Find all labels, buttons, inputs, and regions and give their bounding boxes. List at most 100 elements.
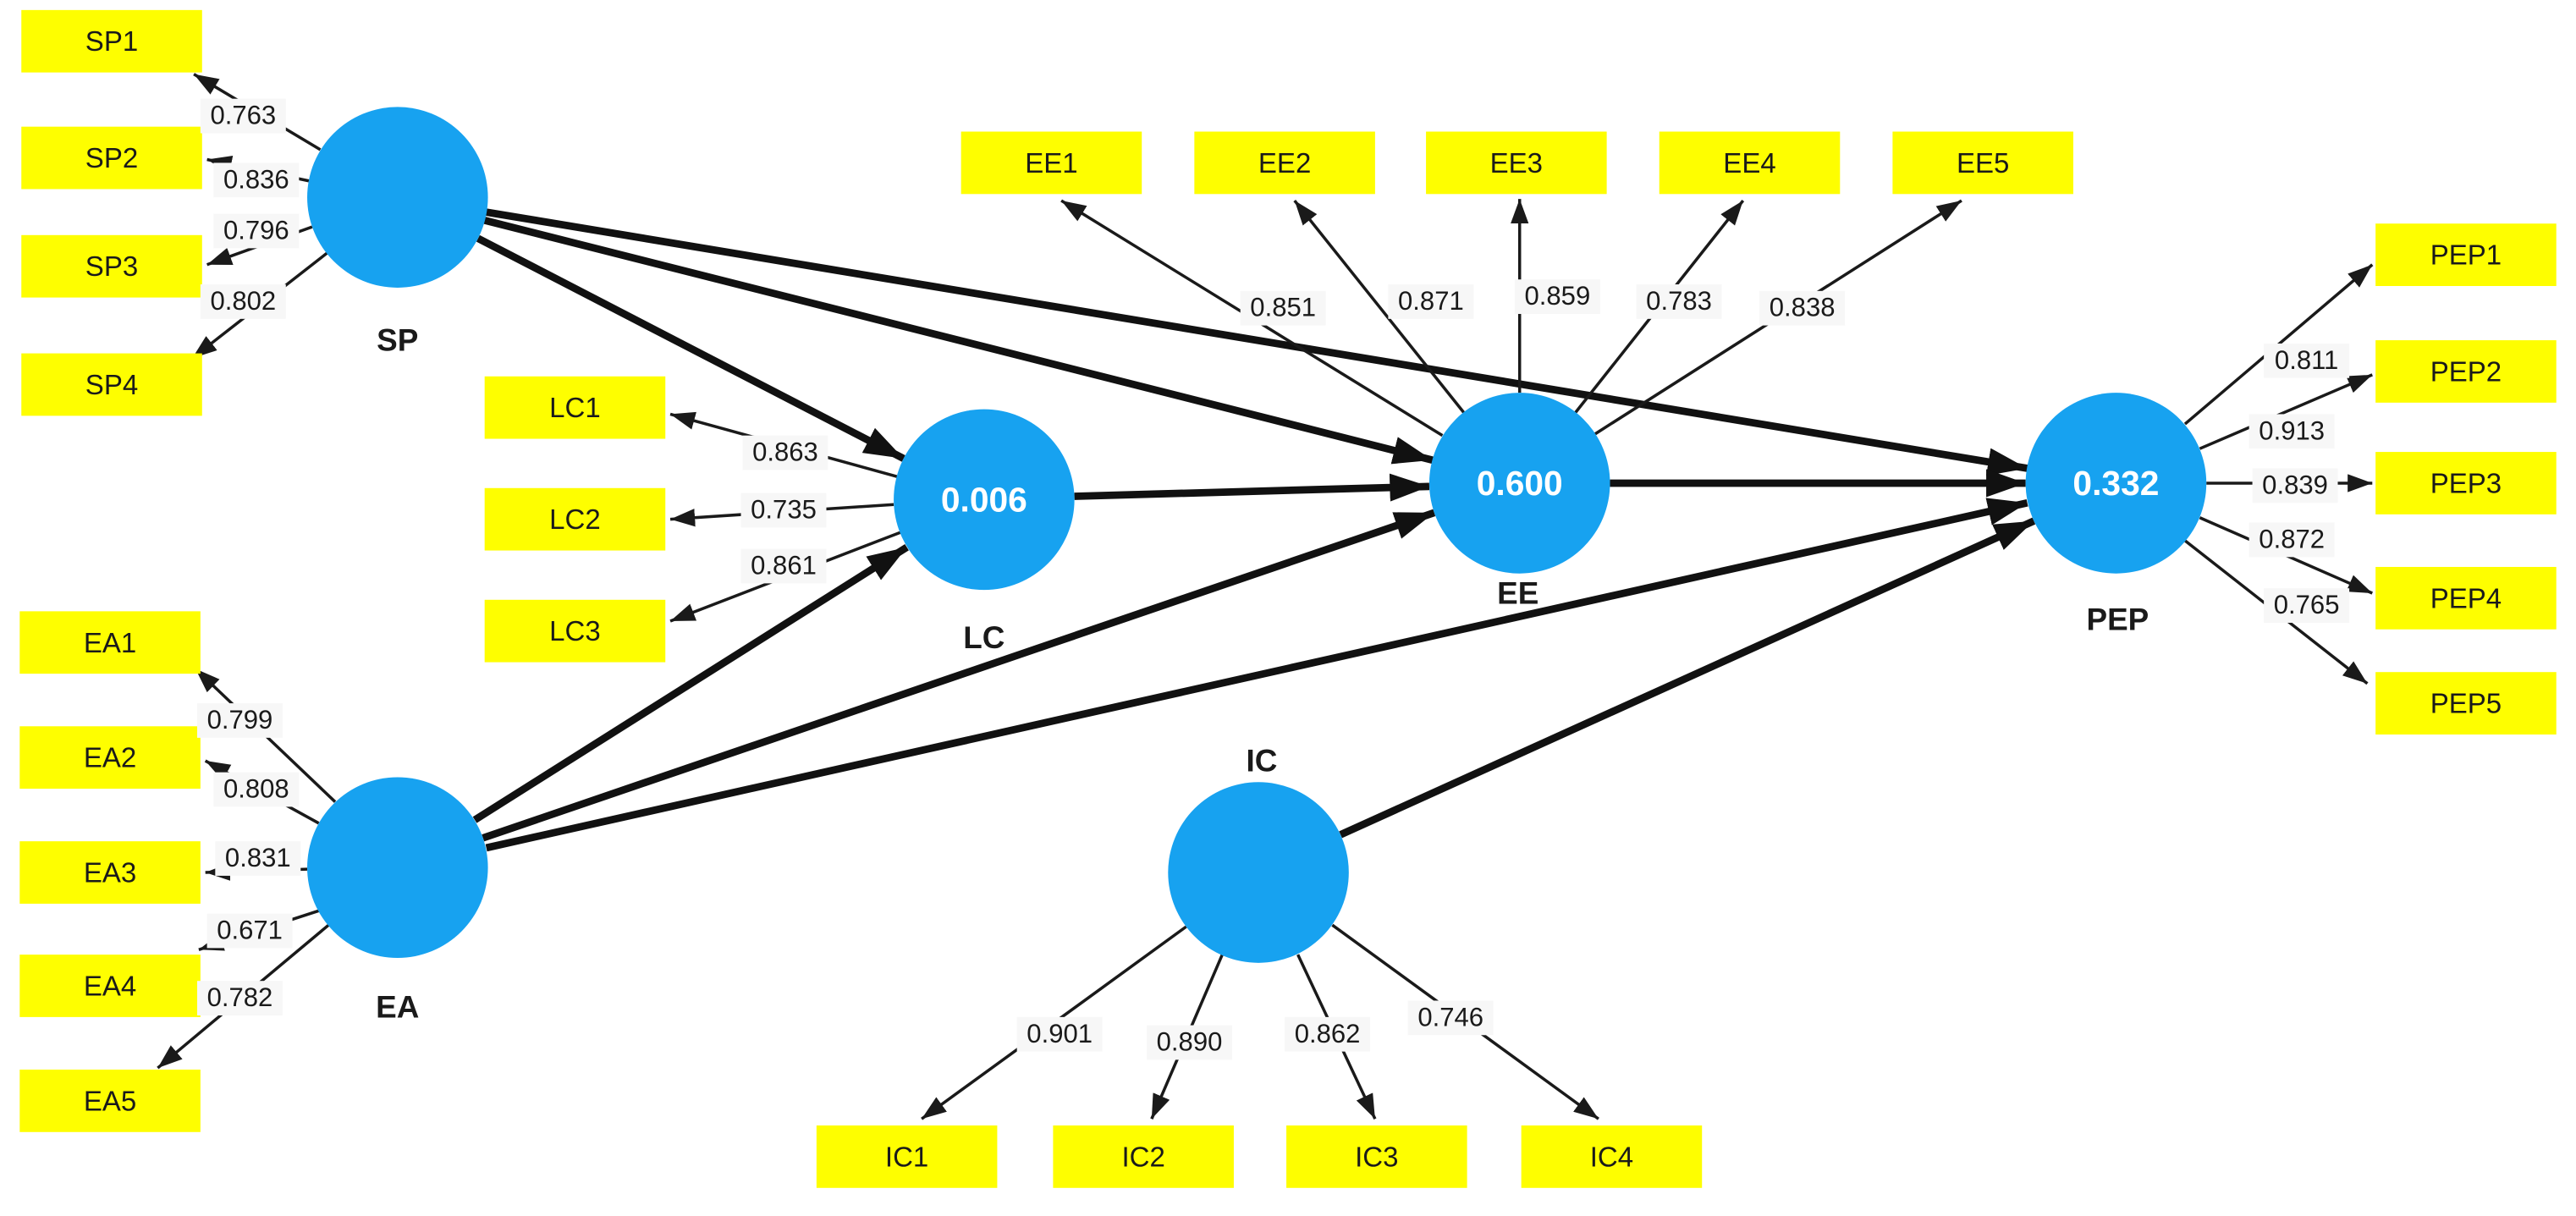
- indicator-box-IC1: [816, 1125, 998, 1188]
- r2-value-LC: 0.006: [941, 480, 1027, 519]
- loading-bg-SP2: [213, 162, 300, 198]
- loading-bg-EE5: [1759, 290, 1846, 326]
- indicator-box-EE1: [960, 131, 1142, 195]
- indicator-box-PEP1: [2375, 223, 2557, 286]
- construct-label-PEP: PEP: [2086, 602, 2149, 637]
- indicator-box-SP2-label: SP2: [85, 142, 138, 173]
- indicator-box-EE5: [1892, 131, 2073, 195]
- loading-PEP5: 0.765: [2274, 590, 2340, 619]
- indicator-box-PEP1-label: PEP1: [2430, 239, 2502, 271]
- loading-bg-EE1: [1240, 290, 1326, 326]
- path-EA-EE: [482, 509, 1436, 842]
- indicator-box-PEP5-label: PEP5: [2430, 688, 2502, 719]
- indicator-box-PEP3-label: PEP3: [2430, 467, 2502, 498]
- indicator-box-EE4-label: EE4: [1723, 147, 1775, 179]
- indicator-box-PEP5: [2375, 672, 2557, 735]
- loading-bg-PEP2: [2248, 414, 2335, 449]
- loading-EE3: 0.859: [1525, 281, 1591, 311]
- indicator-box-EA4-label: EA4: [84, 971, 136, 1002]
- loading-bg-EE4: [1636, 284, 1722, 319]
- loading-EA3: 0.831: [225, 843, 291, 872]
- loading-SP3: 0.796: [223, 215, 289, 245]
- indicator-box-LC3-label: LC3: [549, 615, 601, 647]
- loading-PEP3: 0.839: [2262, 470, 2328, 499]
- structural-paths: [472, 208, 2036, 852]
- indicator-box-EA5: [19, 1070, 201, 1132]
- loading-LC2: 0.735: [751, 495, 817, 525]
- loading-SP2: 0.836: [223, 164, 289, 194]
- indicator-box-EE2-label: EE2: [1258, 147, 1311, 179]
- indicator-box-LC2: [484, 487, 666, 551]
- loading-bg-EA5: [196, 981, 283, 1015]
- construct-circles: 0.006 0.600 0.332: [307, 107, 2207, 963]
- loading-labels: 0.763 0.836 0.796 0.802 0.863 0.735 0.86…: [196, 98, 2350, 1060]
- loading-bg-EA4: [206, 913, 293, 949]
- construct-circle-PEP: [2025, 393, 2207, 574]
- indicator-arrow-EE-EE2: [1293, 199, 1466, 414]
- indicator-box-EA4: [19, 955, 201, 1017]
- construct-labels: SP LC EE PEP EA IC: [376, 323, 2149, 1025]
- loading-bg-EA3: [215, 841, 301, 876]
- construct-label-EE: EE: [1497, 576, 1538, 611]
- loading-PEP4: 0.872: [2259, 524, 2325, 553]
- indicator-box-EE2: [1194, 131, 1375, 195]
- loading-SP4: 0.802: [210, 286, 276, 316]
- indicator-box-EA1-label: EA1: [84, 627, 136, 658]
- indicator-box-IC4: [1521, 1125, 1703, 1188]
- indicator-boxes: SP1 SP2 SP3 SP4 LC1 LC2 LC3 EE1 EE2 EE3 …: [19, 9, 2557, 1188]
- indicator-box-IC3-label: IC3: [1355, 1141, 1398, 1172]
- path-EA-PEP: [485, 498, 2028, 852]
- construct-circle-LC: [894, 409, 1075, 591]
- r2-value-PEP: 0.332: [2072, 464, 2159, 503]
- path-SP-PEP: [485, 208, 2028, 476]
- indicator-box-EE3: [1426, 131, 1607, 195]
- indicator-box-LC3: [484, 599, 666, 663]
- loading-IC2: 0.890: [1157, 1027, 1223, 1057]
- indicator-box-EA3: [19, 841, 201, 904]
- loading-bg-PEP3: [2252, 468, 2338, 503]
- loading-bg-EA1: [196, 703, 283, 738]
- loading-bg-IC4: [1407, 1000, 1494, 1036]
- indicator-box-SP1: [21, 9, 202, 73]
- indicator-box-PEP4-label: PEP4: [2430, 582, 2502, 614]
- construct-label-IC: IC: [1247, 744, 1278, 779]
- loading-bg-EA2: [213, 772, 300, 807]
- loading-SP1: 0.763: [210, 101, 276, 130]
- indicator-box-EA5-label: EA5: [84, 1085, 136, 1116]
- indicator-box-PEP2: [2375, 340, 2557, 403]
- path-LC-EE: [1074, 473, 1430, 502]
- construct-circle-IC: [1168, 782, 1349, 963]
- construct-label-SP: SP: [377, 323, 418, 358]
- loading-bg-PEP1: [2264, 343, 2350, 378]
- indicator-box-SP2: [21, 126, 202, 190]
- construct-circle-SP: [307, 107, 488, 288]
- indicator-box-SP3-label: SP3: [85, 250, 138, 282]
- loading-bg-IC2: [1147, 1025, 1232, 1060]
- loading-bg-LC1: [742, 435, 828, 470]
- loading-bg-SP3: [213, 213, 300, 249]
- loading-IC3: 0.862: [1295, 1019, 1361, 1048]
- loading-bg-EE2: [1388, 284, 1474, 319]
- loading-EA5: 0.782: [207, 982, 273, 1012]
- loading-LC1: 0.863: [752, 437, 818, 467]
- indicator-box-EA3-label: EA3: [84, 857, 136, 889]
- indicator-arrow-PEP-PEP2: [2199, 373, 2373, 450]
- indicator-box-IC2: [1053, 1125, 1234, 1188]
- indicator-box-EA1: [19, 611, 201, 674]
- indicator-box-IC2-label: IC2: [1121, 1141, 1164, 1172]
- construct-label-LC: LC: [963, 620, 1005, 655]
- loading-bg-SP4: [200, 284, 286, 319]
- loading-bg-SP1: [200, 98, 286, 134]
- loading-PEP1: 0.811: [2275, 345, 2338, 375]
- indicator-box-SP4-label: SP4: [85, 369, 138, 400]
- indicator-box-PEP4: [2375, 566, 2557, 630]
- path-SP-EE: [483, 217, 1434, 465]
- loading-PEP2: 0.913: [2259, 415, 2325, 445]
- loading-bg-IC1: [1016, 1016, 1103, 1052]
- loading-bg-LC3: [740, 548, 827, 584]
- r2-value-EE: 0.600: [1477, 464, 1563, 503]
- loading-EE5: 0.838: [1770, 293, 1836, 322]
- loading-IC4: 0.746: [1417, 1002, 1483, 1032]
- loading-EA4: 0.671: [217, 916, 283, 945]
